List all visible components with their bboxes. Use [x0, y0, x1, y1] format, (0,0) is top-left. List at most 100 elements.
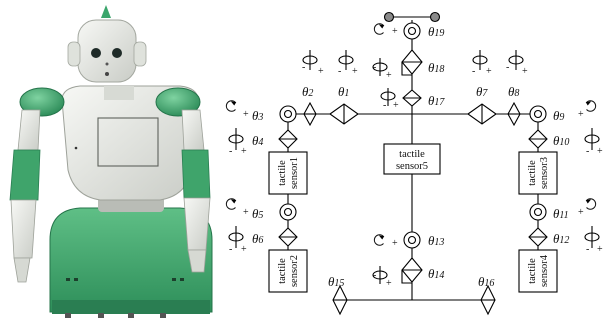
sensor5-box: [383, 143, 441, 175]
sign-8-plus: +: [522, 66, 528, 77]
robot-arm-left: [181, 109, 211, 273]
sensor5-label-line2: sensor5: [396, 161, 428, 172]
axial-rotation-icon-4: [228, 128, 244, 150]
sign-13-plus: +: [392, 238, 398, 249]
label-theta4: θ4: [252, 133, 263, 148]
sign-4-minus: -: [229, 146, 232, 157]
label-theta14: θ14: [428, 266, 444, 281]
sign-7-plus: +: [486, 66, 492, 77]
sign-5-plus: +: [243, 207, 249, 218]
sign-14-minus: -: [373, 270, 376, 281]
sign-2-plus: +: [318, 66, 324, 77]
sign-14-plus: +: [386, 278, 392, 289]
sign-3-plus: +: [243, 109, 249, 120]
sign-7-minus: -: [472, 66, 475, 77]
label-theta11: θ11: [553, 206, 569, 221]
sensor2-box: [268, 249, 308, 293]
label-theta16: θ16: [478, 274, 494, 289]
sensor4-box: [518, 249, 558, 293]
joint5-revolute-icon: [279, 203, 297, 221]
robot-neck: [104, 86, 134, 100]
sign-17-minus: -: [383, 100, 386, 111]
rotation-arrow-icon-19: [373, 23, 384, 35]
sensor2-label-line2: sensor2: [289, 255, 300, 287]
axial-rotation-icon-12: [584, 226, 600, 248]
label-theta17: θ17: [428, 93, 445, 108]
sensor3-box: [518, 151, 558, 195]
head-ball-right-icon: [429, 11, 441, 23]
joint19-revolute-icon: [403, 22, 421, 40]
label-theta19: θ19: [428, 24, 444, 39]
sensor1-label-line1: tactile: [277, 160, 288, 186]
label-theta18: θ18: [428, 60, 444, 75]
sign-9-plus: +: [578, 109, 584, 120]
robot-arm-right: [9, 109, 41, 283]
robot-eye-right: [112, 48, 122, 58]
sign-1-plus: +: [352, 66, 358, 77]
sign-12-minus: -: [586, 244, 589, 255]
label-theta12: θ12: [553, 231, 569, 246]
joint13-revolute-icon: [403, 231, 421, 249]
axial-rotation-icon-10: [584, 128, 600, 150]
rotation-arrow-icon-11: [586, 198, 597, 210]
sensor-labels: tactile sensor1 tactile sensor2 tactile …: [277, 149, 550, 287]
sensor4-label-line1: tactile: [527, 258, 538, 284]
rotation-arrow-icon-9: [586, 100, 597, 112]
label-theta1: θ1: [338, 84, 349, 99]
axial-rotation-icon-14: [372, 266, 388, 284]
robot-photo: [9, 5, 213, 318]
head-ball-left-icon: [383, 11, 395, 23]
label-theta13: θ13: [428, 233, 444, 248]
sensor1-label-line2: sensor1: [289, 157, 300, 189]
sensor2-label-line1: tactile: [277, 258, 288, 284]
sensor5-label-line1: tactile: [399, 149, 425, 160]
axial-rotation-icon-6: [228, 226, 244, 248]
joint14-bracket: [401, 270, 412, 284]
sign-markers: + + + + + + - + - + - + - + - + - + - + …: [229, 26, 603, 289]
axial-rotation-icon-1: [338, 50, 354, 70]
sign-17-plus: +: [393, 100, 399, 111]
robot-shoulder-left: [155, 87, 201, 117]
axial-rotation-icon-7: [472, 50, 488, 70]
label-theta3: θ3: [252, 108, 263, 123]
joint18-bracket: [401, 62, 412, 76]
joint-labels: θ19 θ18 θ17 θ1 θ2 θ3 θ4 θ5 θ6 θ7 θ8 θ9 θ…: [252, 24, 569, 289]
label-theta5: θ5: [252, 206, 263, 221]
axial-rotation-icon-2: [302, 50, 318, 70]
label-theta2: θ2: [302, 84, 313, 99]
rotation-arrow-icon-5: [225, 198, 236, 210]
sensor1-box: [268, 151, 308, 195]
rotation-arrow-icon-13: [373, 234, 384, 246]
sensor4-label-line2: sensor4: [539, 254, 550, 287]
sign-6-plus: +: [241, 244, 247, 255]
sign-10-minus: -: [586, 146, 589, 157]
sign-4-plus: +: [241, 146, 247, 157]
sign-1-minus: -: [338, 66, 341, 77]
joint9-revolute-icon: [529, 105, 547, 123]
sensor3-label-line1: tactile: [527, 160, 538, 186]
joint11-revolute-icon: [529, 203, 547, 221]
rotation-arrow-icon-3: [225, 100, 236, 112]
kinematic-diagram: [225, 11, 600, 316]
sign-11-plus: +: [578, 207, 584, 218]
axial-rotation-icon-18: [372, 58, 388, 76]
sign-12-plus: +: [597, 244, 603, 255]
label-theta15: θ15: [328, 274, 344, 289]
label-theta9: θ9: [553, 108, 564, 123]
sign-8-minus: -: [506, 62, 509, 73]
axial-rotation-icon-8: [508, 50, 524, 70]
sign-18-plus: +: [386, 70, 392, 81]
sensor3-label-line2: sensor3: [539, 157, 550, 189]
joint3-revolute-icon: [279, 105, 297, 123]
label-theta6: θ6: [252, 231, 263, 246]
sign-18-minus: -: [373, 62, 376, 73]
sign-2-minus: -: [302, 62, 305, 73]
sign-6-minus: -: [229, 244, 232, 255]
sign-19-plus: +: [392, 26, 398, 37]
sign-10-plus: +: [597, 146, 603, 157]
label-theta7: θ7: [476, 84, 488, 99]
axial-rotation-icon-17: [380, 88, 396, 106]
robot-base: [49, 207, 213, 318]
robot-shoulder-right: [19, 87, 65, 117]
